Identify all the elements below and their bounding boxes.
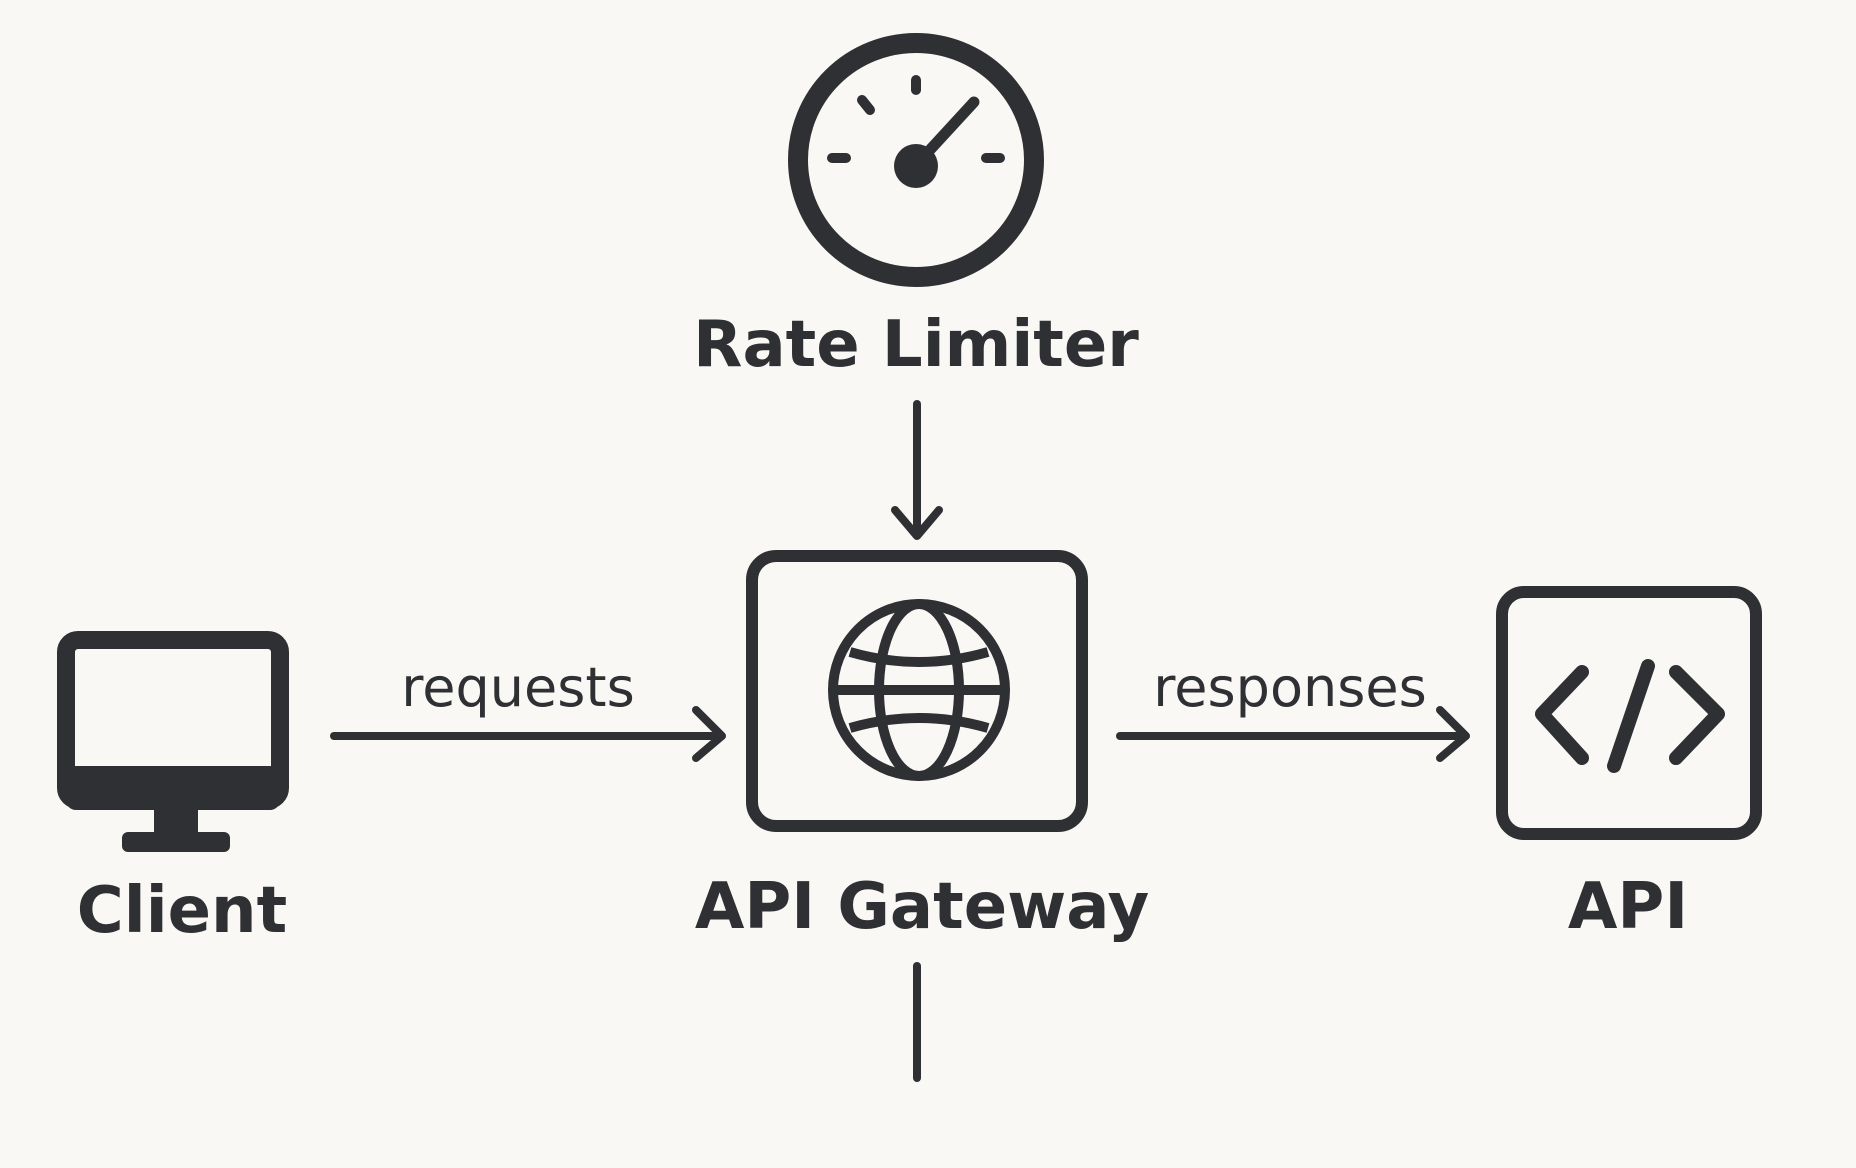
rate-limiter-label: Rate Limiter: [693, 308, 1139, 382]
speedometer-icon: [788, 33, 1044, 287]
api-gateway-label: API Gateway: [695, 870, 1149, 944]
globe-icon: [828, 599, 1010, 781]
client-label: Client: [77, 874, 287, 948]
api-gateway-node: API Gateway: [695, 550, 1149, 944]
limiter-to-gateway-arrow: [891, 400, 943, 540]
rate-limiter-node: Rate Limiter: [693, 33, 1139, 382]
gateway-frame: [746, 550, 1088, 832]
requests-arrow: [330, 706, 726, 762]
monitor-icon: [57, 631, 289, 852]
requests-label: requests: [401, 656, 634, 719]
api-node: API: [1496, 586, 1762, 944]
requests-edge: requests: [330, 656, 726, 762]
api-label: API: [1568, 870, 1688, 944]
responses-arrow: [1116, 706, 1470, 762]
client-node: Client: [57, 631, 289, 948]
code-brackets-icon: [1535, 659, 1725, 773]
responses-label: responses: [1153, 656, 1426, 719]
responses-edge: responses: [1116, 656, 1470, 762]
api-frame: [1496, 586, 1762, 840]
